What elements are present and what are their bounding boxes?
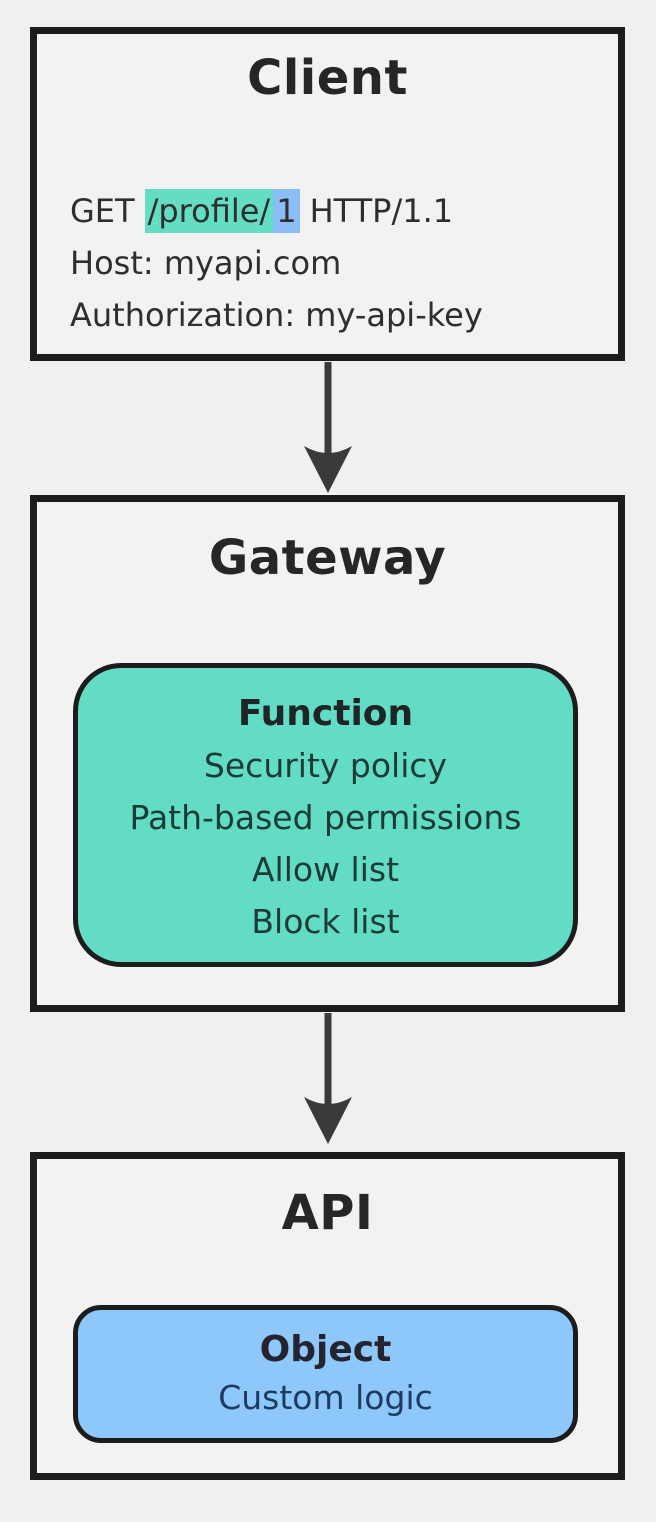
- api-box: API Object Custom logic: [30, 1152, 625, 1480]
- arrow-gateway-to-api-icon: [304, 1013, 352, 1144]
- function-item-security-policy: Security policy: [203, 746, 448, 785]
- client-title: Client: [247, 50, 408, 106]
- request-path-highlight: /profile/: [144, 189, 274, 233]
- gateway-title: Gateway: [208, 530, 447, 586]
- object-box: Object Custom logic: [73, 1305, 578, 1443]
- function-item-path-based-permissions: Path-based permissions: [129, 798, 522, 837]
- object-item-custom-logic: Custom logic: [218, 1378, 433, 1417]
- function-box: Function Security policy Path-based perm…: [73, 663, 578, 967]
- api-title: API: [281, 1185, 374, 1241]
- authorization-line: Authorization: my-api-key: [70, 296, 483, 334]
- object-title: Object: [259, 1329, 392, 1370]
- request-id-highlight: 1: [273, 189, 300, 233]
- function-title: Function: [237, 693, 414, 734]
- gateway-box: Gateway Function Security policy Path-ba…: [30, 495, 625, 1012]
- request-method: GET: [70, 192, 135, 230]
- function-item-block-list: Block list: [251, 902, 400, 941]
- host-line: Host: myapi.com: [70, 244, 342, 282]
- request-protocol: HTTP/1.1: [309, 192, 454, 230]
- arrow-client-to-gateway-icon: [304, 362, 352, 493]
- function-item-allow-list: Allow list: [251, 850, 400, 889]
